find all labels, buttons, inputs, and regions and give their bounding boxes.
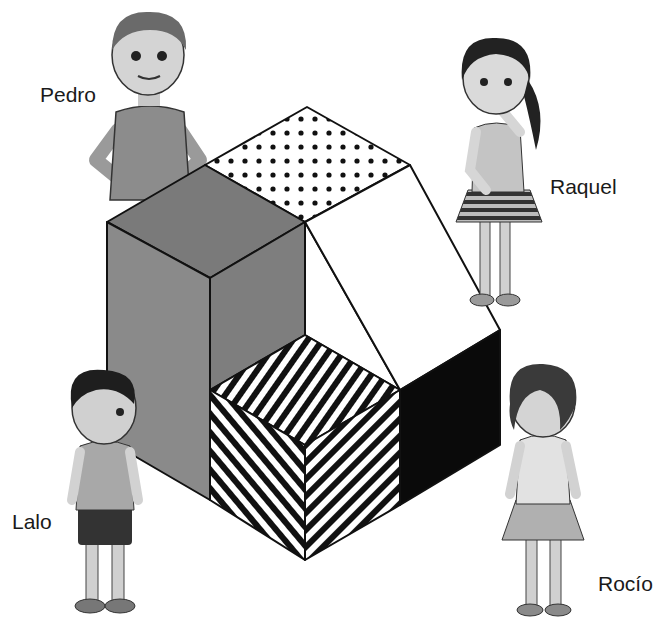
eye <box>480 78 488 86</box>
person-name: Rocío <box>598 572 653 595</box>
leg <box>112 540 124 602</box>
leg <box>500 215 510 297</box>
shoe <box>105 599 135 613</box>
hair <box>462 38 531 80</box>
eye <box>116 408 124 416</box>
mouth <box>138 76 160 79</box>
shoe <box>75 599 105 613</box>
shorts <box>78 505 132 545</box>
black-face <box>400 330 500 505</box>
shoe <box>496 294 520 306</box>
shoe <box>517 604 543 616</box>
eye <box>504 78 512 86</box>
person-name: Pedro <box>40 83 96 106</box>
leg <box>526 535 537 607</box>
boy-figure <box>96 12 200 200</box>
block-solid <box>107 107 500 560</box>
shoe <box>545 604 571 616</box>
striped-right-face <box>305 390 400 560</box>
eye <box>131 51 141 61</box>
striped-left-face <box>210 390 305 560</box>
hair <box>112 12 186 50</box>
leg <box>86 540 98 602</box>
arm <box>72 452 80 500</box>
girl-figure <box>456 38 542 306</box>
person-name: Lalo <box>12 510 52 533</box>
arm <box>470 132 486 190</box>
leg <box>550 535 561 607</box>
arm <box>566 446 576 494</box>
hair <box>71 370 135 408</box>
arm <box>130 452 138 500</box>
arm <box>510 446 520 494</box>
boy-figure <box>71 370 138 613</box>
hair <box>510 364 577 430</box>
ponytail <box>524 80 541 150</box>
shoe <box>470 294 494 306</box>
skirt <box>456 190 542 222</box>
skirt <box>502 500 584 540</box>
girl-figure <box>502 364 584 616</box>
person-name: Raquel <box>550 175 617 198</box>
eye <box>157 51 167 61</box>
leg <box>480 215 490 297</box>
